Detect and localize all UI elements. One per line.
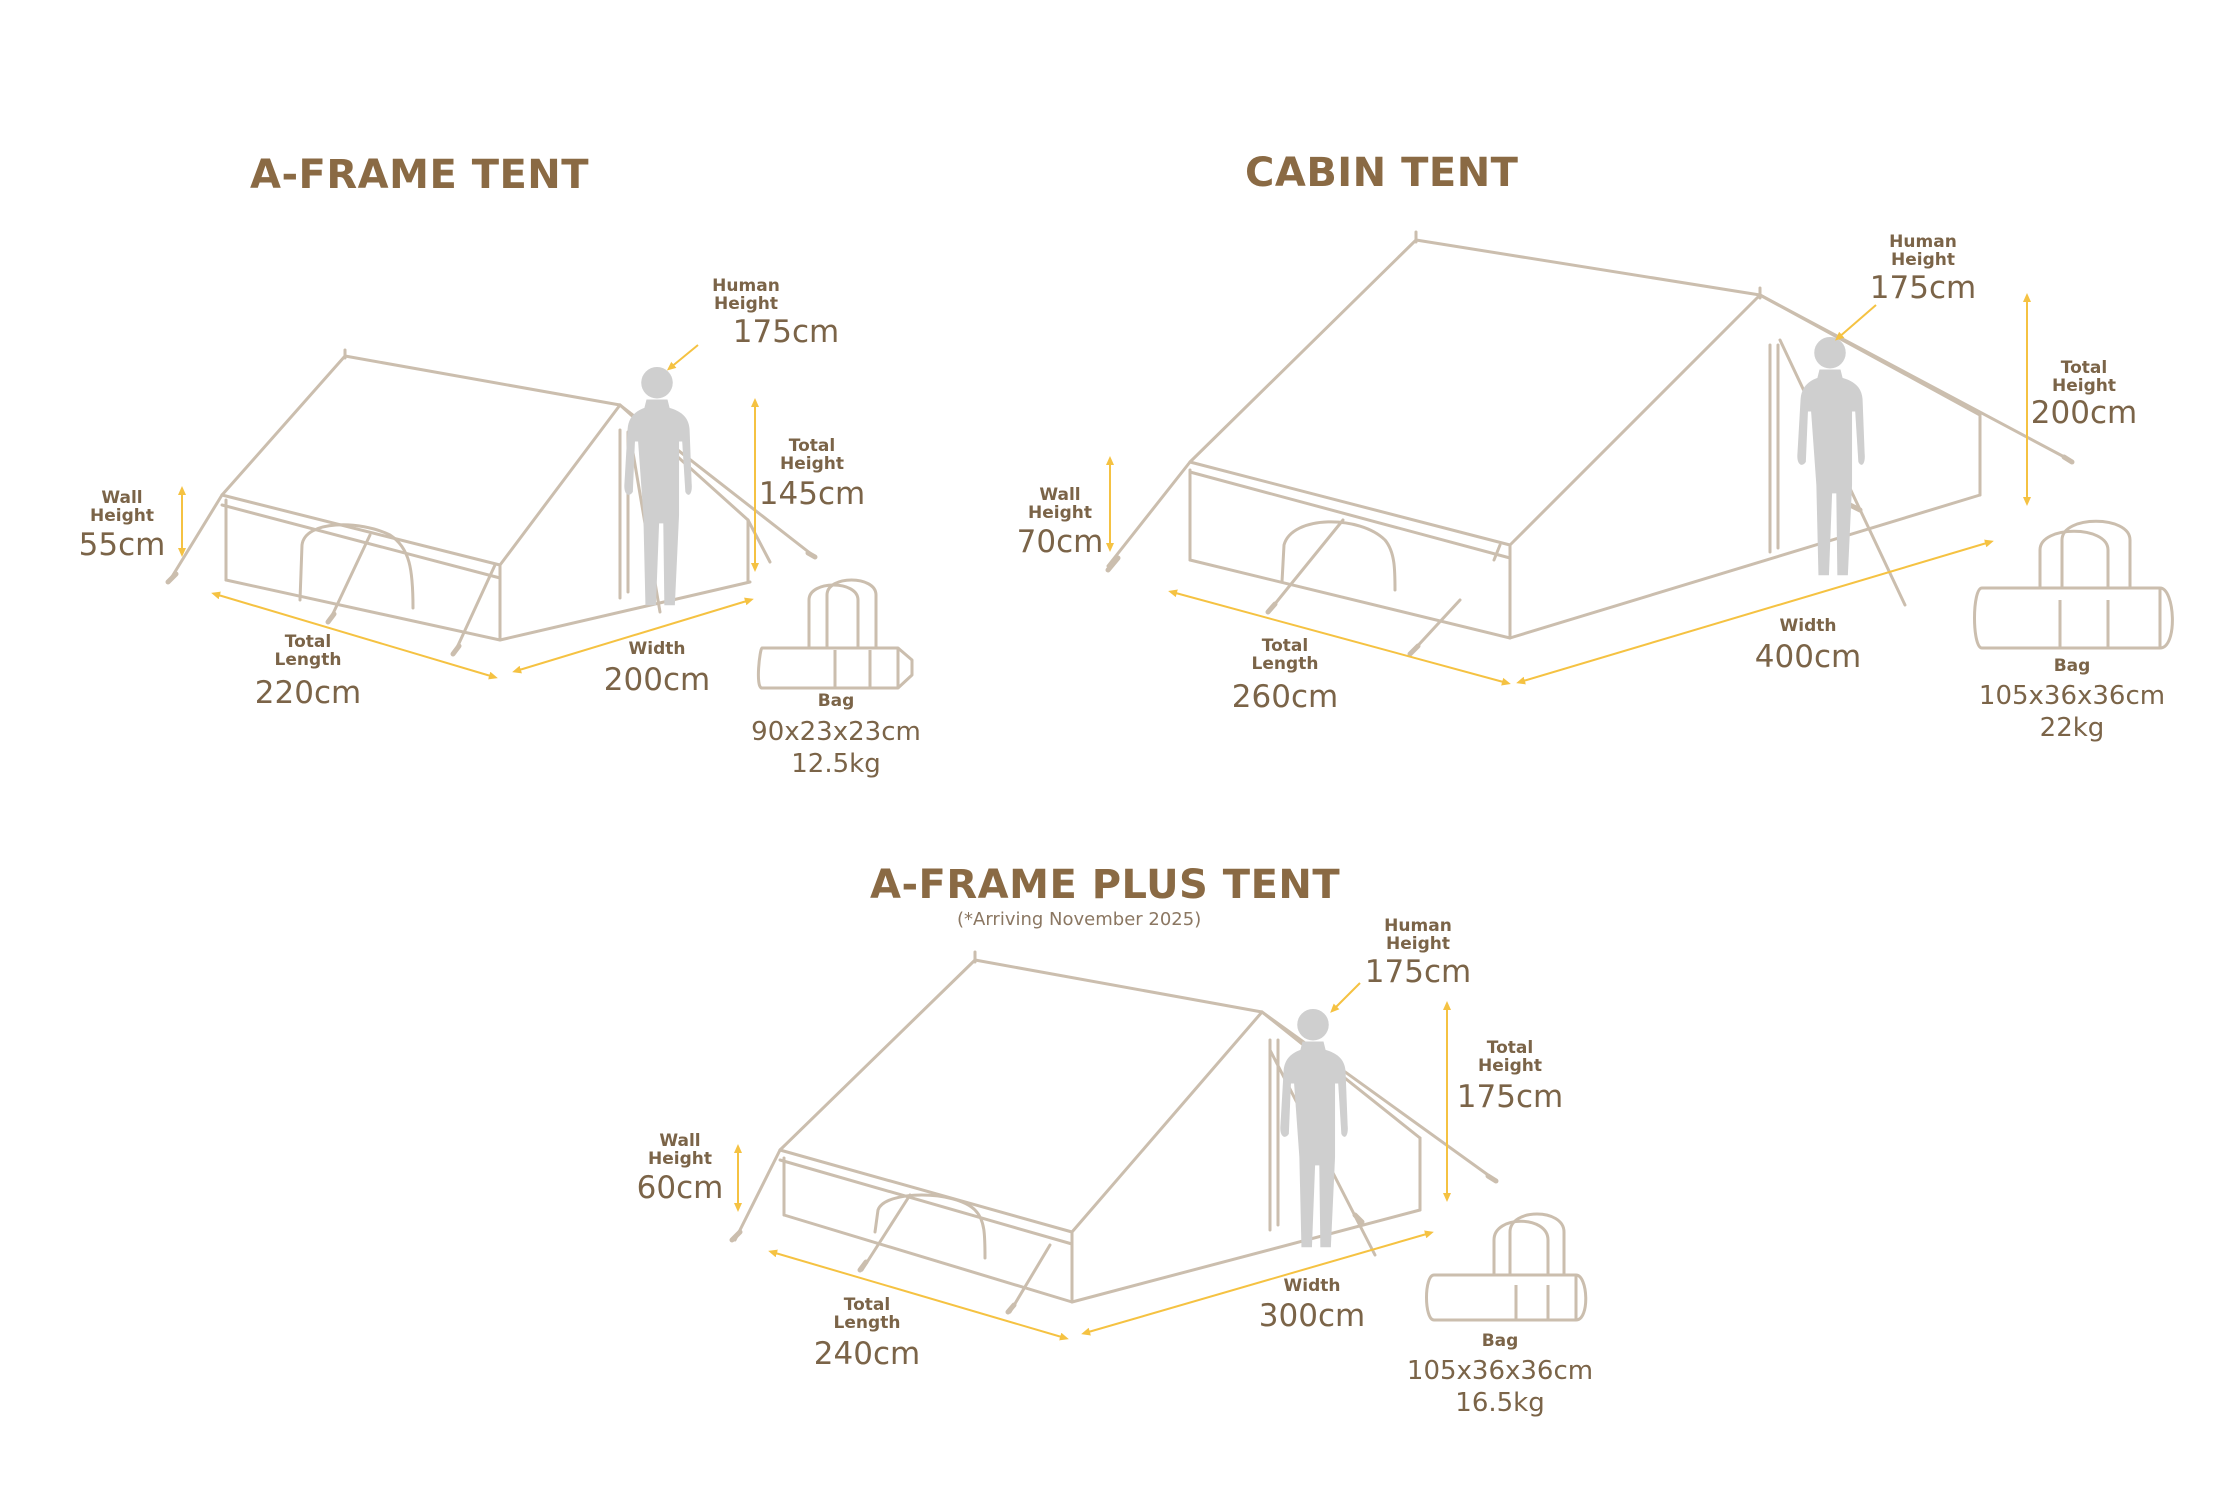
human-height-value: 175cm — [1869, 269, 1977, 306]
bag-weight: 16.5kg — [1455, 1387, 1545, 1418]
bag-size: 105x36x36cm — [1406, 1355, 1594, 1386]
total-height-label-1: Total — [1486, 1038, 1534, 1058]
total-height-label-2: Height — [2052, 375, 2116, 396]
wall-height-label-2: Height — [648, 1148, 712, 1169]
a-frame-bag: Bag 90x23x23cm 12.5kg — [751, 691, 921, 779]
wall-height-value: 70cm — [1016, 523, 1104, 560]
total-length-label-1: Total — [843, 1295, 891, 1315]
wall-height-label-1: Wall — [101, 488, 143, 508]
width-label: Width — [1779, 616, 1837, 636]
total-height-label-1: Total — [2060, 358, 2108, 378]
cabin-human-height: Human Height 175cm — [1869, 232, 1977, 306]
a-frame-plus-tent-drawing — [729, 950, 1499, 1315]
a-frame-human-height: Human Height 175cm — [653, 276, 840, 350]
bag-weight: 12.5kg — [791, 748, 881, 779]
cabin-total-length: Total Length 260cm — [1231, 636, 1339, 715]
a-frame-plus-total-length: Total Length 240cm — [813, 1295, 921, 1372]
wall-height-label-2: Height — [90, 505, 154, 526]
total-height-value: 200cm — [2030, 394, 2138, 431]
width-value: 400cm — [1754, 638, 1862, 675]
a-frame-human-silhouette — [624, 366, 692, 606]
arrival-note: (*Arriving November 2025) — [957, 909, 1202, 930]
total-length-label-1: Total — [1261, 636, 1309, 656]
bag-label: Bag — [1481, 1331, 1519, 1351]
total-height-value: 145cm — [758, 475, 866, 512]
human-height-value: 175cm — [1364, 953, 1472, 990]
total-height-label-2: Height — [1478, 1055, 1542, 1076]
cabin-total-height: Total Height 200cm — [2030, 358, 2138, 431]
a-frame-wall-height: Wall Height 55cm — [78, 488, 166, 563]
human-height-label-2: Height — [714, 293, 778, 314]
width-label: Width — [628, 639, 686, 659]
bag-label: Bag — [817, 691, 855, 711]
wall-height-value: 60cm — [636, 1169, 724, 1206]
human-height-label-1: Human — [712, 276, 780, 296]
a-frame-total-length: Total Length 220cm — [254, 632, 362, 711]
total-length-label-2: Length — [274, 649, 342, 670]
cabin-width: Width 400cm — [1754, 616, 1862, 675]
bag-weight: 22kg — [2039, 712, 2105, 743]
total-height-label-1: Total — [788, 436, 836, 456]
total-length-label-2: Length — [833, 1312, 901, 1333]
width-value: 300cm — [1258, 1297, 1366, 1334]
a-frame-plus-width: Width 300cm — [1258, 1276, 1366, 1334]
total-height-label-2: Height — [780, 453, 844, 474]
human-height-value: 175cm — [732, 313, 840, 350]
cabin-tent-title: CABIN TENT — [1245, 150, 1519, 196]
human-height-label-2: Height — [1386, 933, 1450, 954]
wall-height-value: 55cm — [78, 526, 166, 563]
a-frame-total-height: Total Height 145cm — [758, 436, 866, 512]
wall-height-label-1: Wall — [1039, 485, 1081, 505]
a-frame-plus-human-height: Human Height 175cm — [1364, 916, 1472, 990]
cabin-bag: Bag 105x36x36cm 22kg — [1978, 656, 2166, 743]
total-length-value: 260cm — [1231, 678, 1339, 715]
total-length-value: 220cm — [254, 674, 362, 711]
a-frame-plus-tent-title: A-FRAME PLUS TENT — [870, 862, 1341, 908]
human-height-label-1: Human — [1384, 916, 1452, 936]
total-length-label-1: Total — [284, 632, 332, 652]
width-label: Width — [1283, 1276, 1341, 1296]
bag-label: Bag — [2053, 656, 2091, 676]
total-length-label-2: Length — [1251, 653, 1319, 674]
a-frame-width: Width 200cm — [603, 639, 711, 698]
total-height-value: 175cm — [1456, 1078, 1564, 1115]
wall-height-label-1: Wall — [659, 1131, 701, 1151]
total-length-value: 240cm — [813, 1335, 921, 1372]
a-frame-plus-bag: Bag 105x36x36cm 16.5kg — [1406, 1331, 1594, 1418]
bag-size: 105x36x36cm — [1978, 680, 2166, 711]
human-height-label-2: Height — [1891, 249, 1955, 270]
width-value: 200cm — [603, 661, 711, 698]
cabin-bag-drawing — [1973, 519, 2174, 650]
a-frame-bag-drawing — [756, 578, 914, 690]
wall-height-label-2: Height — [1028, 502, 1092, 523]
a-frame-plus-human-silhouette — [1280, 1008, 1348, 1248]
a-frame-plus-wall-height: Wall Height 60cm — [636, 1131, 724, 1206]
bag-size: 90x23x23cm — [751, 716, 921, 747]
a-frame-tent-title: A-FRAME TENT — [250, 152, 590, 198]
a-frame-plus-total-height: Total Height 175cm — [1456, 1038, 1564, 1115]
human-height-label-1: Human — [1889, 232, 1957, 252]
a-frame-plus-bag-drawing — [1425, 1212, 1588, 1322]
cabin-wall-height: Wall Height 70cm — [1016, 485, 1104, 560]
